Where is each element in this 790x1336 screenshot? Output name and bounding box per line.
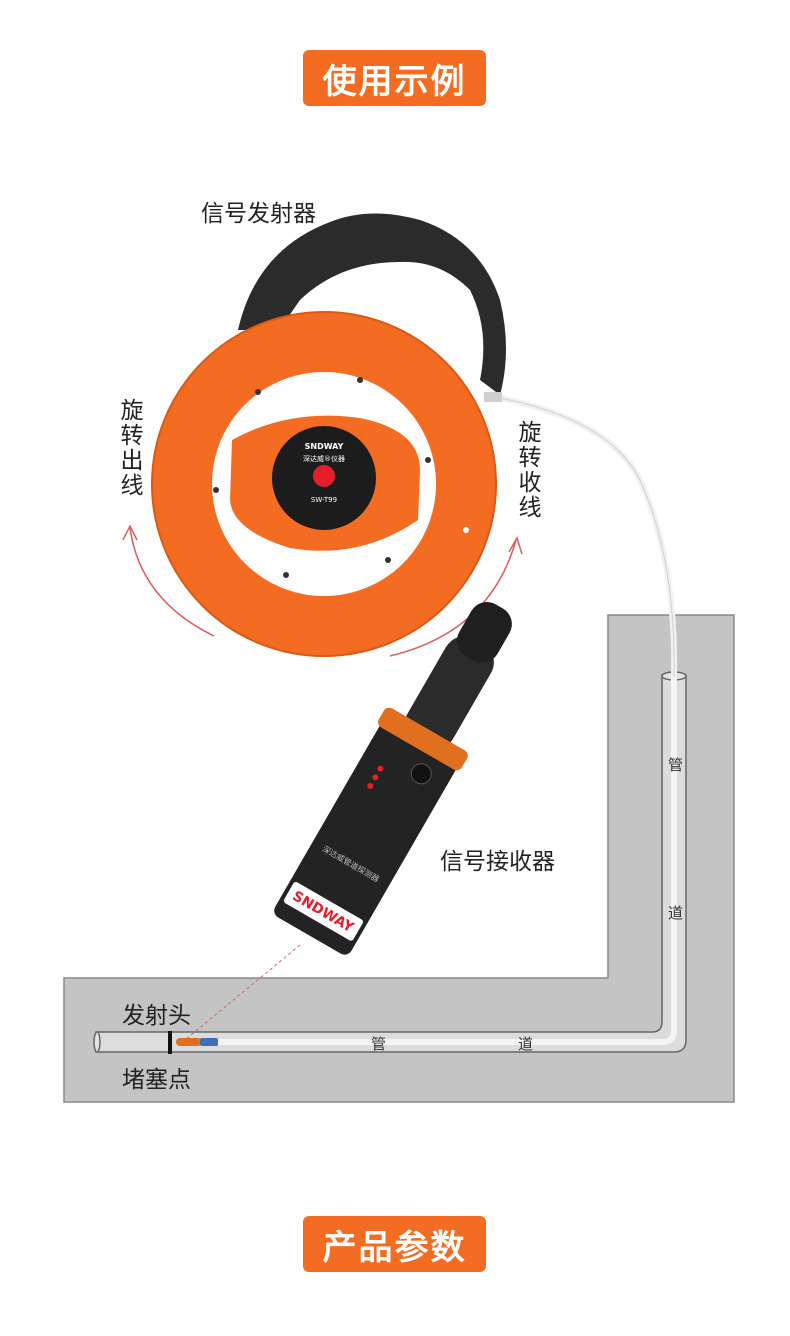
- pipe-wall: [63, 614, 735, 1103]
- reel-model: SW-T99: [311, 496, 337, 504]
- rotate-out-label: 旋转出线: [116, 398, 142, 498]
- usage-example-banner: 使用示例: [303, 50, 486, 106]
- rotate-in-label: 旋转收线: [514, 420, 540, 520]
- transmitter-label: 信号发射器: [201, 201, 316, 227]
- emitter-head: [176, 1038, 202, 1046]
- pipe-label-horizontal-1: 管: [371, 1035, 387, 1053]
- rotate-out-arrow: [129, 527, 215, 637]
- reel-handle: [238, 213, 506, 395]
- receiver-label: 信号接收器: [440, 849, 555, 875]
- cable-in-pipe: [200, 676, 677, 1045]
- pipe-left-opening: [93, 1031, 101, 1053]
- blockage-marker: [168, 1031, 172, 1054]
- emitter-head-label: 发射头: [122, 1003, 191, 1029]
- signal-receiver: SNDWAY 深达威管道探测器: [274, 602, 512, 955]
- blockage-label: 堵塞点: [122, 1067, 191, 1093]
- reel-maker: 深达威®仪器: [303, 454, 345, 463]
- pipe-label-vertical-1: 管: [666, 757, 684, 772]
- reel-brand: SNDWAY: [305, 442, 344, 451]
- signal-line: [184, 944, 301, 1041]
- pipe-label-vertical-2: 道: [666, 905, 684, 920]
- product-params-banner: 产品参数: [303, 1216, 486, 1272]
- reel-button: [313, 465, 335, 487]
- pipe-label-horizontal-2: 道: [518, 1035, 534, 1053]
